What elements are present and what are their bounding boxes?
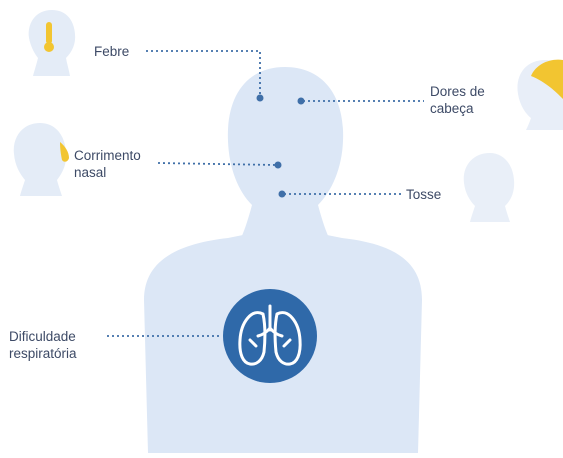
headache-head <box>517 60 563 130</box>
cough-label: Tosse <box>406 186 441 203</box>
silhouette-head <box>228 67 343 240</box>
fever-head <box>29 10 75 76</box>
runny-nose-label: Corrimento nasal <box>74 147 141 181</box>
lungs-badge <box>223 289 317 383</box>
headache-dot <box>298 98 305 105</box>
breathing-label: Dificuldade respiratória <box>9 328 77 362</box>
cough-head <box>464 153 514 222</box>
runny-nose-head <box>14 123 69 196</box>
fever-dot <box>257 95 264 102</box>
human-silhouette <box>144 67 422 453</box>
cough-dot <box>279 191 286 198</box>
runny-nose-dot <box>275 162 282 169</box>
cough-head-icon <box>464 153 514 222</box>
fever-label: Febre <box>94 43 129 60</box>
headache-label: Dores de cabeça <box>430 83 485 117</box>
